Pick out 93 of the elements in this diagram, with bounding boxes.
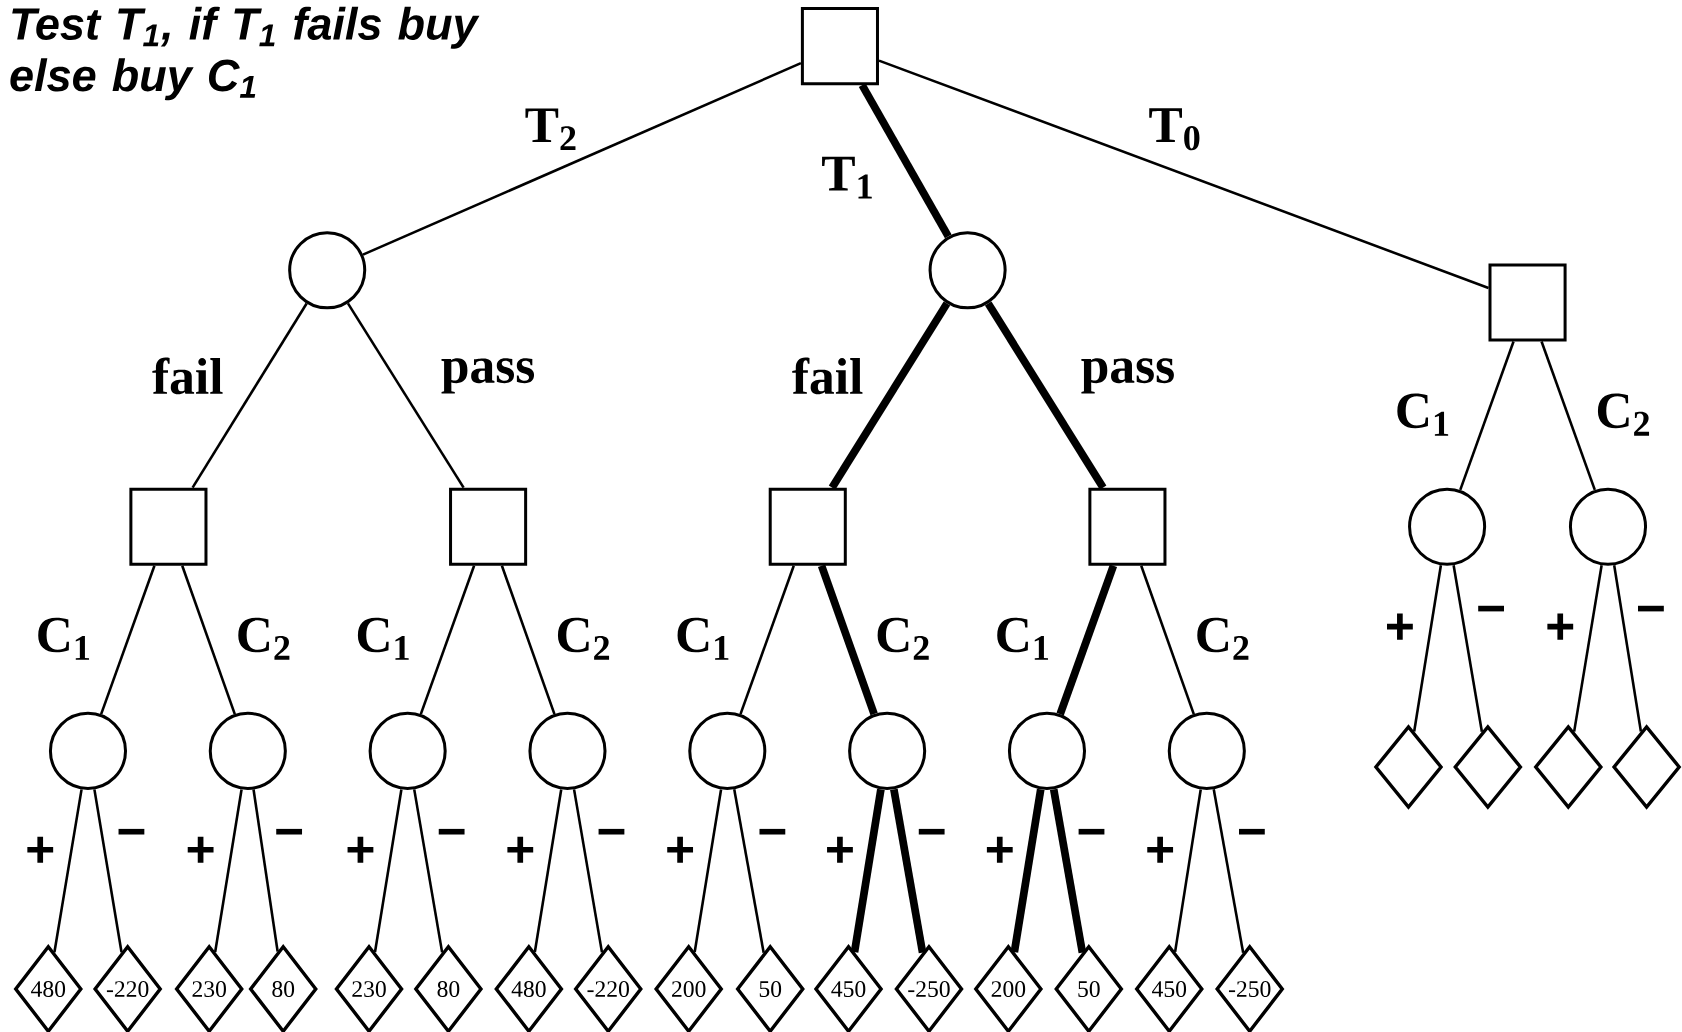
- branch-line: [1540, 341, 1596, 491]
- edge-label: −: [918, 828, 945, 835]
- edge-label: +: [986, 836, 1013, 863]
- edge-label: +: [187, 836, 214, 863]
- chance-circle: [1408, 487, 1487, 566]
- edge-label: fail: [792, 357, 863, 395]
- branch-line: [1056, 564, 1118, 716]
- edge-label: −: [1078, 828, 1105, 835]
- edge-label: −: [1239, 828, 1265, 835]
- branch-line: [878, 59, 1489, 290]
- branch-line: [984, 301, 1107, 490]
- chance-circle: [848, 711, 927, 790]
- chance-circle: [1007, 711, 1086, 790]
- edge-label: −: [1478, 605, 1504, 612]
- branch-line: [346, 302, 465, 489]
- chance-circle: [1167, 711, 1246, 790]
- edge-label: +: [507, 836, 534, 863]
- branch-line: [252, 789, 279, 952]
- branch-line: [1452, 565, 1484, 732]
- branch-line: [1612, 565, 1643, 732]
- chance-circle: [208, 711, 287, 790]
- branch-line: [817, 564, 878, 716]
- decision-square: [1088, 487, 1167, 566]
- edge-label: C$_{1}$: [38, 617, 90, 660]
- edge-label: −: [1638, 605, 1664, 612]
- edge-label: T$_{1}$: [822, 156, 872, 199]
- decision-square: [768, 487, 847, 566]
- branch-line: [213, 789, 243, 953]
- branch-line: [1010, 788, 1045, 953]
- branch-line: [412, 789, 444, 953]
- edge-label: C$_{2}$: [238, 617, 290, 660]
- branch-line: [181, 565, 236, 715]
- edge-label: C$_{1}$: [1397, 393, 1449, 436]
- branch-line: [1049, 788, 1087, 954]
- edge-label: −: [759, 828, 786, 835]
- edge-label: +: [1387, 613, 1413, 640]
- edge-label: −: [118, 828, 145, 835]
- branch-line: [1212, 789, 1245, 953]
- chance-circle: [368, 711, 447, 790]
- branch-line: [850, 788, 885, 953]
- edge-label: T$_{0}$: [1149, 108, 1200, 151]
- edge-label: C$_{2}$: [1197, 617, 1249, 660]
- branch-line: [739, 565, 795, 715]
- branch-line: [99, 565, 156, 715]
- branch-line: [572, 789, 604, 953]
- edge-label: +: [1547, 613, 1574, 640]
- edge-label: +: [667, 836, 694, 863]
- edge-label: +: [347, 836, 374, 863]
- branch-line: [419, 565, 476, 715]
- branch-line: [732, 789, 765, 953]
- chance-circle: [528, 711, 607, 790]
- edge-label: +: [1147, 836, 1174, 863]
- chance-circle: [1568, 487, 1648, 566]
- branch-line: [362, 62, 802, 256]
- branch-line: [1572, 565, 1603, 732]
- edge-label: pass: [1081, 358, 1174, 394]
- branch-line: [1412, 565, 1443, 732]
- edge-label: pass: [441, 358, 535, 394]
- branch-line: [693, 789, 723, 953]
- chance-circle: [928, 231, 1007, 310]
- branch-line: [890, 788, 927, 954]
- edge-label: C$_{2}$: [1597, 393, 1650, 436]
- branch-line: [533, 789, 563, 953]
- edge-label: C$_{1}$: [677, 617, 729, 660]
- edge-label: C$_{2}$: [557, 617, 610, 660]
- edge-label: fail: [152, 357, 223, 395]
- edge-label: T$_{2}$: [525, 108, 576, 151]
- branch-line: [93, 789, 123, 953]
- branch-line: [1140, 565, 1195, 715]
- branch-line: [53, 789, 83, 953]
- branch-line: [373, 789, 403, 953]
- edge-label: C$_{2}$: [877, 617, 929, 660]
- decision-square: [129, 487, 208, 566]
- decision-square: [449, 487, 528, 566]
- strategy-note: Test T$_{1}$, if T$_{1}$ fails buy else buy C$_{1}$: [10, 6, 480, 101]
- branch-line: [858, 83, 952, 239]
- branch-line: [500, 565, 556, 715]
- chance-circle: [48, 711, 127, 790]
- edge-label: +: [27, 836, 54, 863]
- edge-label: −: [438, 828, 465, 835]
- edge-label: −: [598, 828, 625, 835]
- edge-label: +: [827, 836, 853, 863]
- decision-square: [800, 7, 879, 86]
- chance-circle: [688, 711, 767, 790]
- branch-line: [1459, 341, 1515, 491]
- decision-square: [1488, 263, 1567, 342]
- branch-line: [191, 302, 308, 489]
- branch-line: [1173, 789, 1202, 953]
- edge-label: C$_{1}$: [357, 617, 409, 660]
- edge-label: −: [276, 828, 303, 835]
- edge-label: C$_{1}$: [997, 617, 1049, 660]
- chance-circle: [288, 231, 367, 310]
- branch-line: [828, 301, 951, 490]
